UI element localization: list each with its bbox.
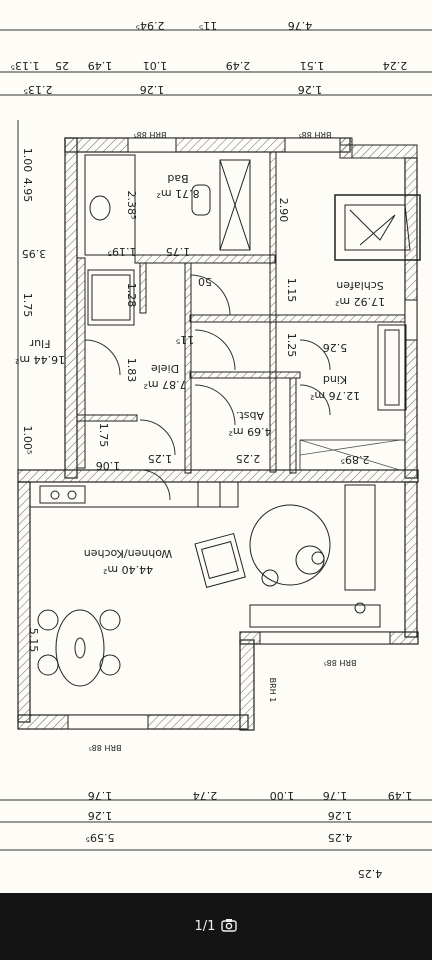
inner-dim: 2.38⁵ xyxy=(125,191,138,220)
dim-label: 1.26 xyxy=(328,809,353,822)
inner-dim: 1.19⁵ xyxy=(108,245,137,258)
room-area-flur: 16.44 m² xyxy=(15,353,65,366)
dim-label: 1.26 xyxy=(88,809,113,822)
dim-label: 1.49 xyxy=(88,59,113,72)
windows xyxy=(67,137,418,730)
brh-label: BRH 88⁵ xyxy=(134,130,167,139)
room-area-abst: 4.69 m² xyxy=(228,425,271,438)
room-name-kind: Kind xyxy=(323,373,347,386)
room-name-diele: Diele xyxy=(151,362,179,375)
storage-hatch xyxy=(299,439,406,471)
room-name-schlafen: Schlafen xyxy=(336,279,383,292)
inner-dim: 50 xyxy=(198,275,212,288)
camera-icon xyxy=(221,918,238,936)
dim-label: 11⁵ xyxy=(199,19,217,32)
door-swings xyxy=(84,274,331,501)
dim-label: 2.13⁵ xyxy=(24,83,53,96)
dim-label: 3.95 xyxy=(22,247,47,260)
dim-label: 1.26 xyxy=(298,83,323,96)
inner-dim: 1.83 xyxy=(125,358,138,383)
dim-label: 4.25 xyxy=(358,867,383,880)
inner-dim: 1.15 xyxy=(285,278,298,303)
dim-label: 25 xyxy=(55,59,69,72)
inner-dim: 1.06 xyxy=(96,459,121,472)
room-area-wohnen: 44.40 m² xyxy=(103,563,153,576)
inner-dim: 11⁵ xyxy=(176,333,194,346)
room-area-diele: 7.87 m² xyxy=(143,378,186,391)
bathroom-fixtures xyxy=(84,154,251,326)
dim-label: 5.59⁵ xyxy=(86,831,115,844)
room-name-flur: Flur xyxy=(29,337,50,350)
dining-table xyxy=(37,609,121,687)
dim-label: 1.49 xyxy=(388,789,413,802)
inner-dim: 1.25 xyxy=(285,333,298,358)
dim-label: 2.49 xyxy=(226,59,251,72)
dim-label: 1.00 xyxy=(21,148,34,173)
room-area-bad: 8.71 m² xyxy=(156,187,199,200)
dim-label: 1.00⁵ xyxy=(21,426,34,455)
living-furniture xyxy=(194,484,381,628)
dim-label: 4.76 xyxy=(288,19,313,32)
dim-label: 1.01 xyxy=(143,59,168,72)
dim-label: 2.74 xyxy=(193,789,218,802)
dim-label: 4.25 xyxy=(328,831,353,844)
dim-label: 4.95 xyxy=(21,178,34,203)
room-area-kind: 12.76 m² xyxy=(310,389,360,402)
brh-label: BRH 88⁵ xyxy=(299,130,332,139)
inner-dim: 1.28 xyxy=(125,283,138,308)
inner-dim: 2.25 xyxy=(236,452,261,465)
dim-label: 1.26 xyxy=(140,83,165,96)
inner-dim: 1.25 xyxy=(148,452,173,465)
inner-dim: 1.75 xyxy=(166,245,191,258)
room-area-schlafen: 17.92 m² xyxy=(335,295,385,308)
brh-label: BRH 1 xyxy=(268,678,277,703)
dim-label: 1.00 xyxy=(270,789,295,802)
dim-label: 2.94⁵ xyxy=(136,19,165,32)
dim-label: 1.76 xyxy=(323,789,348,802)
brh-label: BRH 88⁵ xyxy=(324,658,357,667)
brh-label: BRH 88⁵ xyxy=(89,743,122,752)
dim-label: 2.24 xyxy=(383,59,408,72)
dim-label: 1.13⁵ xyxy=(11,59,40,72)
inner-dim: 1.75 xyxy=(97,423,110,448)
bed-icon xyxy=(334,194,421,261)
floor-plan: 2.94⁵ 11⁵ 4.76 1.13⁵ 25 1.49 1.01 2.49 1… xyxy=(0,19,432,880)
inner-dim: 5.26 xyxy=(323,341,348,354)
inner-dim: 2.90 xyxy=(277,198,290,223)
wardrobe-icon xyxy=(377,324,407,411)
room-name-abst: Abst. xyxy=(236,409,264,422)
room-name-wohnen: Wohnen/Kochen xyxy=(84,547,173,560)
kitchen-counter xyxy=(29,481,239,508)
viewer-bar: 1/1 xyxy=(0,893,432,960)
counter-text: 1/1 xyxy=(194,919,216,934)
image-counter[interactable]: 1/1 xyxy=(195,918,238,936)
dim-label: 1.75 xyxy=(21,293,34,318)
inner-dim: 5.15 xyxy=(27,628,40,653)
inner-dim: 2.89⁵ xyxy=(341,453,370,466)
dim-label: 1.51 xyxy=(300,59,325,72)
dim-label: 1.76 xyxy=(88,789,113,802)
room-name-bad: Bad xyxy=(167,172,188,185)
